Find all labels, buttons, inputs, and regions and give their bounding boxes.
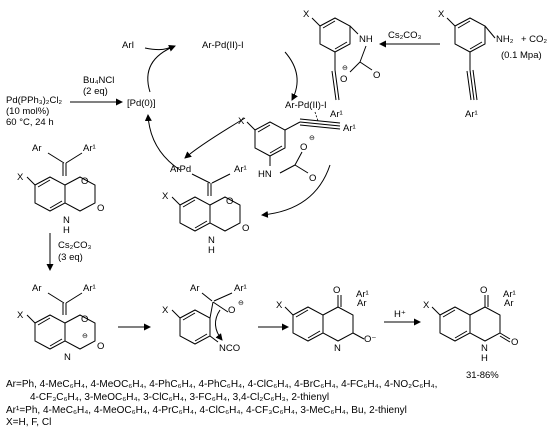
ar1-label: Ar¹ (234, 164, 247, 175)
catalyst-loading: (10 mol%) (6, 106, 49, 117)
pd0-label: [Pd(0)] (127, 98, 156, 109)
amine-label: NH₂ (496, 34, 514, 45)
anionic-benzoxazinone: Ar Ar¹ X O O N ⊖ (17, 283, 104, 363)
negative-charge: ⊖ (82, 333, 88, 340)
x-substituent: X (17, 310, 24, 321)
x-substituent: X (238, 116, 245, 127)
ar1-label: Ar¹ (356, 289, 369, 300)
ar1-label: Ar¹ (234, 283, 247, 294)
x-substituent: X (438, 9, 445, 20)
carbonyl-o: O (309, 173, 316, 184)
ar-label: Ar (190, 283, 200, 294)
carbonyl-o: O (97, 203, 104, 214)
x-substituent: X (423, 300, 430, 311)
ring-h: H (63, 225, 70, 236)
hn-label: HN (258, 169, 272, 180)
ar1-label: Ar¹ (343, 123, 356, 134)
arpdi-label: Ar-Pd(II)-I (202, 40, 244, 51)
ar-label: Ar (32, 143, 42, 154)
footnote-ar: Ar=Ph, 4-MeC₆H₄, 4-MeOC₆H₄, 4-PhC₆H₄, 4-… (6, 379, 438, 390)
oxide-label: O⁻ (364, 334, 376, 345)
catalyst-label: Pd(PPh₃)₂Cl₂ (6, 95, 62, 106)
ring-h: H (481, 353, 488, 364)
ring-o: O (226, 196, 233, 207)
negative-charge: ⊖ (309, 135, 315, 142)
ring-o: O (81, 314, 88, 325)
co2-pressure: (0.1 Mpa) (501, 50, 542, 61)
x-substituent: X (162, 305, 169, 316)
ar-label: Ar (357, 298, 367, 309)
ar1-label: Ar¹ (465, 109, 478, 120)
isocyanate-label: NCO (219, 343, 240, 354)
ar-label: Ar (32, 283, 42, 294)
ar1-label: Ar¹ (503, 289, 516, 300)
vinyl-pd-benzoxazinone: ArPd Ar¹ X O O N H (162, 164, 249, 256)
acid-label: H⁺ (394, 309, 406, 320)
ring-n: N (64, 352, 71, 363)
footnote-x: X=H, F, Cl (6, 417, 52, 428)
negative-charge: ⊖ (238, 300, 244, 307)
ring-n: N (481, 343, 488, 354)
ring-n: N (63, 215, 70, 226)
vinyl-pd-label: ArPd (170, 164, 191, 175)
ring-n: N (208, 235, 215, 246)
negative-charge: ⊖ (342, 65, 348, 72)
quinolinedione-product: X O Ar Ar¹ N H O (423, 285, 518, 364)
carbonyl-o: O (373, 70, 380, 81)
ketone-o: O (480, 285, 487, 296)
co2-label: + CO₂ (521, 34, 547, 45)
nh-label: NH (359, 34, 373, 45)
carbamate-intermediate: X NH O O ⊖ Ar¹ (303, 9, 380, 120)
ketone-o: O (333, 285, 340, 296)
pd-alkyne-complex: X Ar¹ Ar-Pd(II)-I HN O O ⊖ (238, 100, 356, 184)
footnote-ar1: Ar¹=Ph, 4-MeC₆H₄, 4-MeOC₆H₄, 4-PrC₆H₄, 4… (6, 405, 407, 416)
ring-o: O (81, 176, 88, 187)
enolate-o: O (228, 305, 235, 316)
lactam-o: O (511, 337, 518, 348)
additive-equiv: (2 eq) (83, 86, 108, 97)
cesium-carbonate-mid: Cs₂CO₃ (58, 240, 92, 251)
x-substituent: X (303, 9, 310, 20)
benzoxazinone-product: Ar Ar¹ X O O N H (17, 143, 104, 236)
ar1-label: Ar¹ (83, 283, 96, 294)
pd-complex-label: Ar-Pd(II)-I (285, 100, 327, 111)
carbonyl-o: O (97, 341, 104, 352)
ar1-label: Ar¹ (330, 109, 343, 120)
x-substituent: X (162, 191, 169, 202)
additive-label: Bu₄NCl (83, 75, 114, 86)
oxide-o: O (300, 142, 307, 153)
x-substituent: X (276, 300, 283, 311)
ar-label: Ar (504, 298, 514, 309)
yield-label: 31-86% (466, 370, 499, 381)
cesium-carbonate-equiv: (3 eq) (58, 252, 83, 263)
footnote-ar-cont: 4-CF₃C₆H₄, 3-MeOC₆H₄, 3-ClC₆H₄, 3-FC₆H₄,… (30, 392, 330, 403)
quinolinone-anion: X O Ar Ar¹ N O⁻ (276, 285, 376, 354)
ar1-label: Ar¹ (83, 143, 96, 154)
isocyanate-intermediate: Ar Ar¹ X O ⊖ NCO (162, 283, 247, 354)
aryl-iodide-label: ArI (122, 40, 134, 51)
starting-aniline: X NH₂ Ar¹ (438, 9, 514, 120)
x-substituent: X (17, 172, 24, 183)
reaction-conditions: 60 °C, 24 h (6, 117, 54, 128)
ring-h: H (208, 245, 215, 256)
cesium-carbonate-top: Cs₂CO₃ (388, 30, 422, 41)
carbonyl-o: O (242, 223, 249, 234)
oxide-o: O (340, 74, 347, 85)
ring-n: N (334, 343, 341, 354)
